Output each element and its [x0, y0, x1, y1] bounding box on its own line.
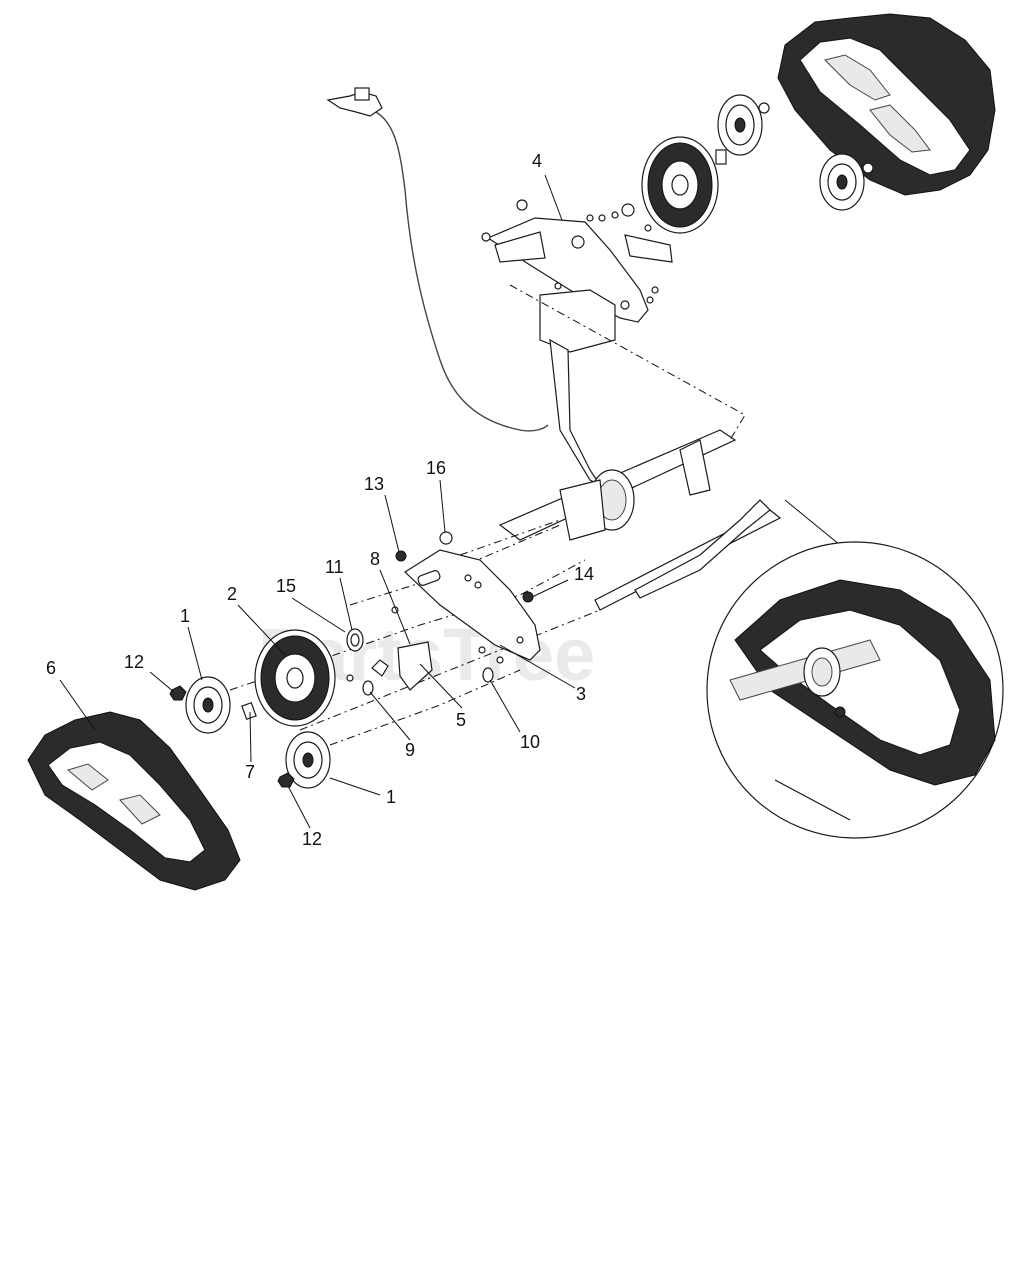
callout-7: 7 — [245, 762, 255, 782]
callout-14: 14 — [574, 564, 594, 584]
upper-side-plate — [481, 199, 673, 323]
upper-track-assembly — [481, 13, 996, 323]
callout-10: 10 — [520, 732, 540, 752]
gearbox-axle-assembly — [498, 289, 782, 611]
callout-8: 8 — [370, 549, 380, 569]
callout-11: 11 — [325, 557, 344, 577]
callout-6: 6 — [46, 658, 56, 678]
lower-drive-sprocket — [254, 629, 336, 727]
callout-4: 4 — [532, 151, 542, 171]
alignment-lines — [229, 284, 746, 746]
callout-16: 16 — [426, 458, 446, 478]
callout-9: 9 — [405, 740, 415, 760]
callout-5: 5 — [456, 710, 466, 730]
control-cable-assembly — [326, 87, 549, 432]
upper-wheel-small — [819, 153, 874, 211]
callout-3: 3 — [576, 684, 586, 704]
callout-leaders — [59, 174, 576, 829]
upper-track — [777, 13, 996, 196]
lower-wheel-top — [185, 676, 231, 734]
callout-1-bottom: 1 — [386, 787, 396, 807]
callout-2: 2 — [227, 584, 237, 604]
detail-inset — [706, 499, 1004, 839]
upper-wheel-large — [717, 94, 770, 156]
callout-13: 13 — [364, 474, 384, 494]
lower-small-hardware — [169, 531, 534, 788]
lower-side-plate — [404, 549, 541, 661]
upper-drive-sprocket — [641, 136, 727, 234]
callout-15: 15 — [276, 576, 296, 596]
callout-12-bottom: 12 — [302, 829, 322, 849]
callout-labels: 4 13 16 11 8 14 2 15 1 6 12 3 5 10 9 7 1… — [46, 151, 594, 849]
callout-1-top: 1 — [180, 606, 190, 626]
callout-12-top: 12 — [124, 652, 144, 672]
lower-track — [27, 711, 241, 891]
lower-wheel-bottom — [285, 731, 331, 789]
